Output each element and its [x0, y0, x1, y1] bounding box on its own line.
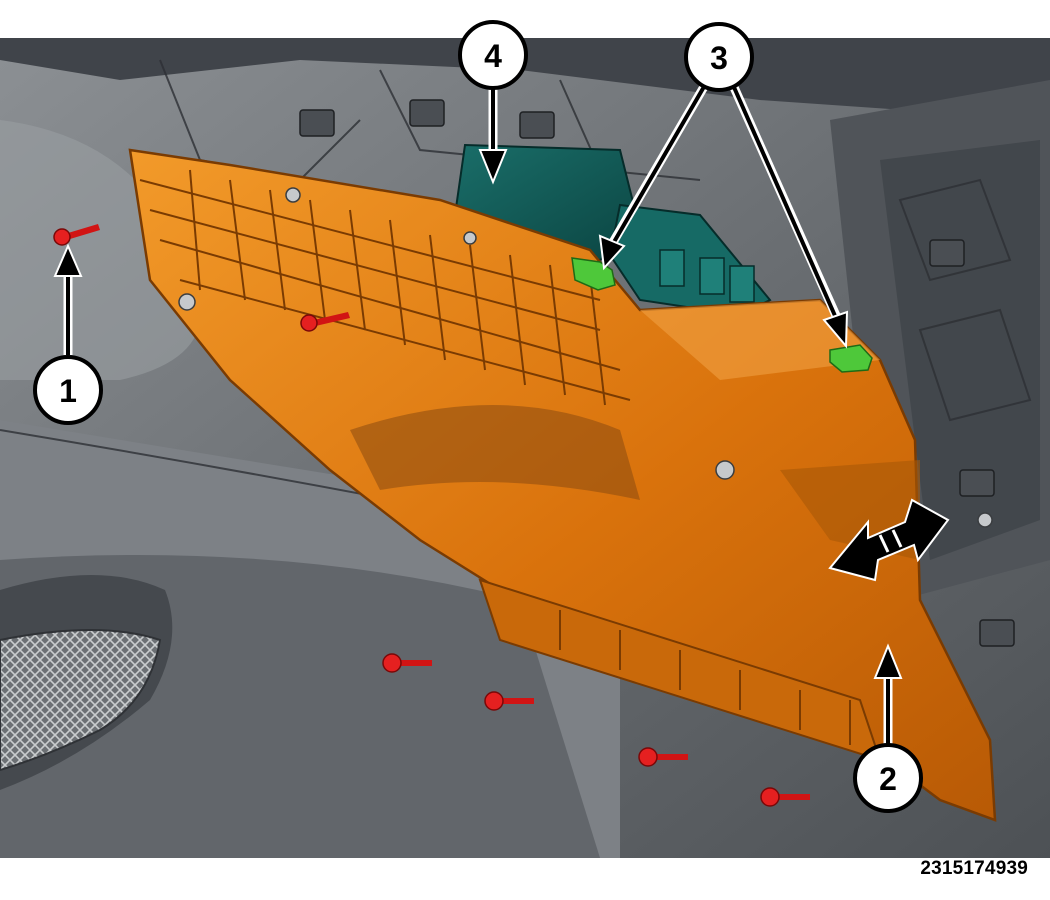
- bolt-fastener-icon: [760, 787, 810, 807]
- callout-leaders: [53, 82, 903, 745]
- retaining-clips: [571, 257, 873, 373]
- callout-1: 1: [33, 355, 103, 425]
- callout-1-number: 1: [59, 373, 77, 409]
- push-pin-fastener-icon: [53, 224, 100, 246]
- callout-2: 2: [853, 743, 923, 813]
- callout-4-number: 4: [484, 38, 502, 74]
- leader-arrow-3b: [728, 83, 849, 349]
- push-pin-fastener-icon: [300, 312, 350, 332]
- bolt-fastener-icon: [638, 747, 688, 767]
- leader-arrow-4: [478, 82, 508, 185]
- callout-2-number: 2: [879, 761, 897, 797]
- callout-3: 3: [684, 22, 754, 92]
- double-headed-removal-arrow-icon: [828, 498, 950, 582]
- fasteners: [53, 224, 810, 807]
- retaining-clip-right: [829, 344, 873, 373]
- callout-3-number: 3: [710, 40, 728, 76]
- leader-arrow-1: [53, 243, 83, 355]
- callout-4: 4: [458, 20, 528, 90]
- bolt-fastener-icon: [484, 691, 534, 711]
- mounting-studs: [178, 187, 993, 528]
- leader-arrow-2: [873, 643, 903, 745]
- bolt-fastener-icon: [382, 653, 432, 673]
- leader-arrow-3a: [598, 82, 709, 271]
- figure-id-label: 2315174939: [920, 858, 1028, 879]
- vent-grille: [0, 575, 173, 790]
